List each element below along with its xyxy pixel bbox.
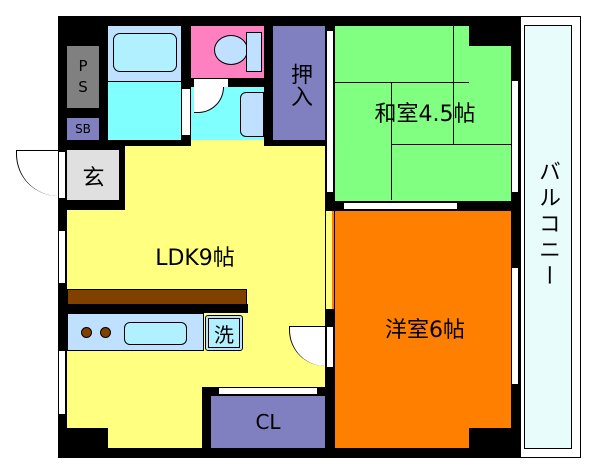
oshiire-closet [273,26,325,140]
youshitsu-room [335,211,511,448]
youshitsu-label: 洋室6帖 [385,318,465,343]
stove-burner-icon [81,327,92,338]
toilet-icon [214,35,248,65]
column [469,26,511,46]
tatami-line [391,82,392,200]
washitsu-label: 和室4.5帖 [374,102,476,127]
ldk-room-bottom [108,420,211,448]
column [469,428,511,448]
washitsu-ldk-door[interactable] [326,30,334,193]
washbasin-icon [240,92,264,137]
genkan-label: 玄 [82,166,105,191]
bathtub-icon [113,33,177,72]
counter-base [58,304,248,313]
wash-area [108,82,181,140]
washitsu-room [335,26,511,201]
balcony-label: バルコニー [535,160,560,290]
shoe-box [67,118,99,140]
genkan-entrance [67,150,120,200]
washitsu-window [511,80,519,193]
toilet-door[interactable] [194,79,228,87]
entrance-door-swing-icon [16,150,58,196]
sink-icon [124,322,187,345]
ldk-window-upper [58,230,66,284]
balcony-floor [524,25,572,449]
column [67,428,108,448]
ldk-label: LDK9帖 [155,246,235,271]
washitsu-sliding-door[interactable] [343,202,458,210]
sb-label: SB [75,122,91,136]
ps-label-s: S [78,78,88,96]
tatami-line [335,82,469,83]
youshitsu-door[interactable] [326,326,334,368]
washroom-threshold [191,140,264,146]
pipe-space [67,46,99,108]
counter [67,289,247,305]
bath-door[interactable] [181,88,191,136]
ldk-window-lower [58,350,66,415]
youshitsu-window [511,267,519,385]
closet-door[interactable] [218,387,318,395]
washing-machine-label: 洗 [208,318,240,348]
toilet-tank-icon [246,32,262,72]
stove-burner-icon [100,327,111,338]
ldk-room [125,146,325,216]
closet-label: CL [255,410,281,434]
ps-label-p: P [78,57,88,75]
oshiire-label: 押入 [287,63,312,107]
closet [211,396,325,448]
tatami-line [391,144,511,145]
tatami-line [453,26,454,144]
youshitsu-ldk-partition [326,211,334,309]
entrance-door[interactable] [58,151,66,199]
